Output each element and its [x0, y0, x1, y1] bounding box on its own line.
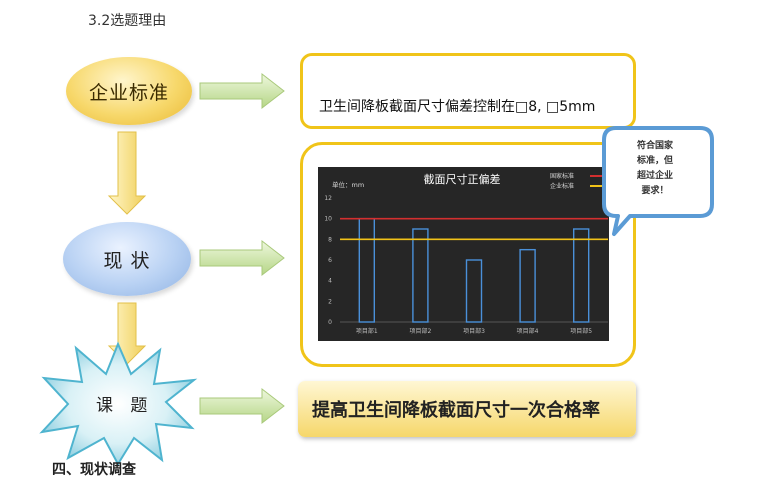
- callout-text: 符合国家 标准，但 超过企业 要求！: [626, 139, 684, 199]
- current-status-label: 现 状: [103, 249, 151, 272]
- chart-panel: [318, 167, 609, 341]
- chart-title: 截面尺寸正偏差: [424, 172, 501, 186]
- bar: [358, 217, 375, 323]
- chart-unit-label: 单位：mm: [332, 180, 364, 189]
- arrow-right-1: [199, 72, 285, 110]
- enterprise-standard-node: 企业标准: [66, 57, 192, 125]
- bar: [412, 228, 429, 323]
- callout-shape: [602, 126, 714, 236]
- bar: [572, 228, 590, 323]
- topic-burst: [39, 341, 198, 466]
- topic-label: 课 题: [96, 396, 154, 416]
- standard-text: 卫生间降板截面尺寸偏差控制在□8, □5mm: [319, 99, 596, 115]
- standard-box: 卫生间降板截面尺寸偏差控制在□8, □5mm: [300, 53, 636, 129]
- topic-box: 提高卫生间降板截面尺寸一次合格率: [298, 381, 636, 437]
- y-tick-label: 8: [328, 236, 332, 243]
- x-tick-label: 项目部4: [517, 327, 539, 335]
- arrow-down-1: [107, 131, 147, 215]
- legend-enterprise: 企业标准: [550, 182, 574, 190]
- section-heading-survey: 四、现状调查: [52, 462, 136, 478]
- current-status-node: 现 状: [63, 222, 191, 296]
- callout-line-2: 标准，但: [636, 156, 673, 166]
- y-tick-label: 10: [324, 216, 332, 223]
- x-tick-label: 项目部5: [570, 327, 592, 335]
- arrow-right-3: [199, 387, 285, 425]
- callout-line-4: 要求！: [641, 186, 669, 196]
- x-tick-label: 项目部1: [356, 327, 378, 335]
- callout-line-1: 符合国家: [636, 141, 673, 151]
- y-tick-label: 2: [328, 298, 332, 305]
- x-tick-label: 项目部3: [463, 327, 485, 335]
- callout-line-3: 超过企业: [636, 171, 673, 181]
- section-title: 3.2选题理由: [88, 13, 167, 29]
- enterprise-standard-label: 企业标准: [88, 81, 169, 104]
- callout-bubble: [602, 126, 714, 236]
- topic-text: 提高卫生间降板截面尺寸一次合格率: [312, 400, 600, 421]
- y-tick-label: 12: [324, 195, 332, 202]
- deviation-chart: 截面尺寸正偏差 单位：mm 国家标准 企业标准 0 2 4 6 8 10 12 项目部1 项目部…: [324, 172, 608, 335]
- x-tick-label: 项目部2: [409, 327, 431, 335]
- burst-shape: [39, 341, 198, 466]
- y-tick-label: 0: [328, 319, 332, 326]
- arrow-right-2: [199, 239, 285, 277]
- bar: [519, 248, 536, 323]
- bar: [465, 259, 483, 323]
- y-tick-label: 4: [328, 278, 332, 285]
- y-tick-label: 6: [328, 257, 332, 264]
- legend-national: 国家标准: [550, 172, 574, 180]
